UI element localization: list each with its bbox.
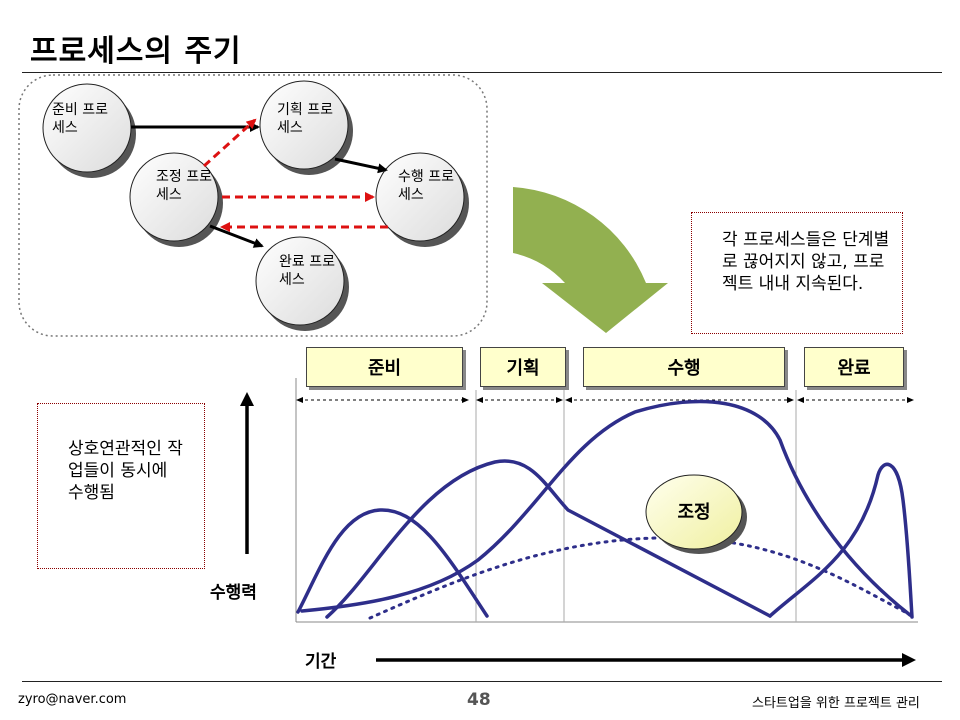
arrow-coord-to-close [209,224,264,248]
curve-exec [300,399,912,617]
footer-email: zyro@naver.com [18,692,127,707]
x-axis-label: 기간 [305,652,337,672]
node-label-plan: 기획 프로세스 [277,102,333,136]
phase-plan: 기획 [480,347,566,387]
phase-exec: 수행 [583,347,785,387]
node-label-close: 완료 프로세스 [279,254,335,288]
title-divider [22,72,942,73]
page-number: 48 [467,690,491,710]
phase-prep: 준비 [306,347,463,387]
note-continuous-processes: 각 프로세스들은 단계별로 끊어지지 않고, 프로젝트 내내 지속된다. [691,212,903,334]
transition-arrow-icon [513,187,668,333]
node-exec [375,152,469,247]
y-axis-arrowhead-icon [240,392,254,406]
arrow-coord-to-plan [202,118,257,168]
node-prep [42,83,136,178]
page-title: 프로세스의 주기 [30,34,242,69]
y-axis-label: 수행력 [210,583,257,603]
node-label-coord: 조정 프로세스 [156,169,212,203]
adjust-circle [645,474,743,550]
node-plan [259,80,353,175]
curve-close [768,462,914,619]
note-concurrent-work: 상호연관적인 작업들이 동시에 수행됨 [37,403,205,569]
node-coord [129,152,223,247]
node-label-prep: 준비 프로세스 [52,102,108,136]
curve-prep [296,508,489,618]
lifecycle-chart [240,378,918,667]
phase-close: 완료 [804,347,904,387]
node-label-exec: 수행 프로세스 [398,169,454,203]
footer-doc-title: 스타트업을 위한 프로젝트 관리 [752,696,920,711]
node-close [255,236,349,331]
arrow-plan-to-exec [334,157,388,174]
x-axis-arrowhead-icon [902,653,916,667]
footer-divider [22,681,942,682]
process-group-frame [18,74,488,337]
adjust-label: 조정 [677,502,711,523]
